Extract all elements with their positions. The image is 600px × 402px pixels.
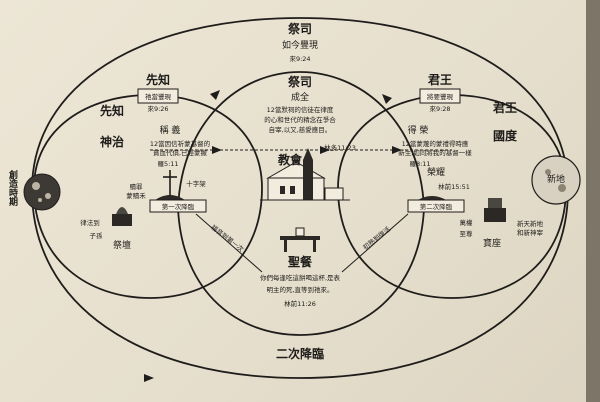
left-mid-top: 稱 義: [160, 124, 181, 136]
arrow-head-icon: [212, 146, 222, 154]
first-coming-box: [149, 199, 207, 213]
cross-hill-icon: [150, 170, 190, 204]
right-mid-ref2: 林前15:51: [438, 182, 470, 191]
right-mid-top: 得 榮: [408, 124, 429, 136]
church-priest-desc-3: 自宰,以又,慈愛應目。: [269, 125, 332, 134]
priest-title: 祭司: [287, 21, 312, 36]
right-mid-glory: 榮耀: [427, 166, 445, 178]
king-title: 君王: [427, 73, 452, 87]
right-mid-desc-2: 新生,如同將我的基督一樣: [398, 148, 472, 157]
arrow-head-icon: [144, 374, 154, 382]
left-mid-cross: 十字架: [186, 179, 206, 188]
prophet-title: 先知: [146, 72, 170, 87]
prophet-box-text: 祂當豐現: [145, 92, 172, 101]
king-box: [419, 88, 461, 104]
altar-sub: 子孫: [90, 231, 104, 240]
king-label: 君王: [492, 101, 517, 115]
prophet-ref: 來9:26: [147, 105, 168, 113]
king-ref: 來9:28: [429, 105, 450, 113]
newearth-note-2: 和新神宰: [517, 228, 544, 237]
arrow-head-icon: [320, 146, 330, 154]
church-ref: 林多11:23: [324, 143, 356, 152]
throne-label: 寶座: [483, 237, 501, 249]
right-mid-ref: 羅8:11: [409, 160, 430, 168]
second-coming-box: [407, 199, 465, 213]
prophet-box: [137, 88, 179, 104]
left-mid-near: 贖罪: [130, 182, 144, 191]
bottom-label: 二次降臨: [276, 346, 324, 361]
newearth-note-1: 新天新地: [517, 219, 544, 228]
altar-arrow: 律法到: [80, 218, 100, 227]
newearth-label: 新地: [547, 173, 565, 185]
church-priest-desc-1: 12當默祠的信徒在律度: [267, 105, 334, 114]
left-arrow-label: 福音到第一次: [209, 222, 246, 253]
church-building-icon: [260, 148, 350, 201]
throne-arrow-2: 至尊: [460, 229, 474, 238]
left-mid-redeem: 蒙贖禾: [126, 191, 146, 200]
photo-edge: [586, 0, 600, 402]
new-earth-globe-icon: [531, 155, 581, 205]
sacraments-line-2: 明主的死,直等到祂來。: [266, 285, 333, 294]
church-priest-desc-2: 的心和世代的精念在爭合: [264, 115, 336, 124]
arrow-head-icon: [382, 94, 392, 104]
first-coming-label: 第一次降臨: [162, 202, 195, 211]
priest-ref: 來9:24: [289, 55, 310, 63]
sacraments-title: 聖餐: [288, 254, 313, 269]
altar-icon: [112, 207, 132, 226]
priest-sub: 如今豐現: [282, 39, 318, 51]
communion-table-icon: [280, 227, 320, 252]
second-coming-label: 第二次降臨: [420, 202, 453, 211]
king-box-text: 將要豐現: [427, 92, 454, 101]
church-priest-title: 祭司: [287, 74, 312, 89]
throne-icon: [484, 198, 506, 222]
right-arrow-label: 初熟到復活: [361, 224, 393, 251]
king-region: 國度: [493, 128, 518, 143]
right-mid-desc-1: 12當蒙蔑的蒙禮得時應: [402, 139, 469, 148]
church-label: 教會: [277, 152, 303, 167]
prophet-label: 先知: [100, 103, 124, 118]
right-arrow-line: [341, 213, 409, 273]
throne-arrow-1: 萬權: [460, 218, 474, 227]
left-circle: [33, 94, 263, 299]
left-arrow-line: [195, 213, 263, 273]
church-priest-sub: 成全: [291, 91, 309, 103]
left-mid-desc-1: 12當因信祈蒙基督的: [150, 139, 211, 148]
prophet-region: 神治: [100, 134, 124, 149]
left-mid-desc-2: 寶血代償,已經蒙撇: [153, 148, 208, 157]
arrow-head-icon: [210, 90, 220, 100]
right-circle: [337, 94, 567, 299]
sacraments-line-1: 你們每逢吃這餅喝這杯,是表: [260, 273, 341, 282]
creation-label: 創造時期: [7, 169, 19, 207]
sacraments-ref: 林前11:26: [284, 299, 316, 308]
creation-scene-icon: [23, 173, 61, 211]
altar-label: 祭壇: [113, 239, 131, 251]
left-mid-ref: 羅5:11: [157, 160, 178, 168]
arrow-head-icon: [392, 146, 402, 154]
